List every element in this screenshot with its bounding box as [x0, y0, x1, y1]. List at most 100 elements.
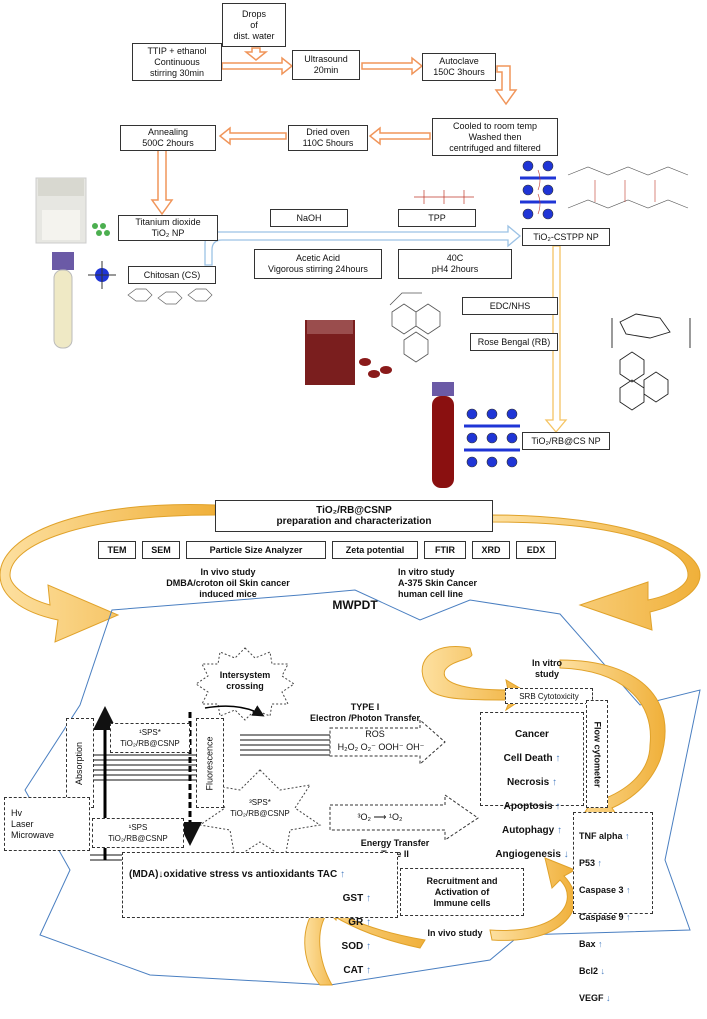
method-ftir: FTIR	[424, 541, 466, 559]
marker-item: TNF alpha ↑	[579, 830, 630, 841]
antioxidant-item: SOD ↑	[341, 941, 371, 952]
chitosan-box: Chitosan (CS)	[128, 266, 216, 284]
edc-box: EDC/NHS	[462, 297, 558, 315]
photo-rb-tube	[432, 382, 454, 488]
characterization-title: TiO₂/RB@CSNP preparation and characteriz…	[215, 500, 493, 532]
cancer-list: Cancer Cell Death ↑ Necrosis ↑ Apoptosis…	[487, 717, 577, 873]
cancer-item: Angiogenesis ↓	[495, 849, 569, 860]
marker-item: Bax ↑	[579, 938, 603, 949]
method-xrd: XRD	[472, 541, 510, 559]
cancer-item: Cell Death ↑	[503, 753, 561, 764]
type1-label: TYPE I Electron /Photon Transfer	[309, 702, 421, 723]
sps1-ground-box: ¹SPS TiO₂/RB@CSNP	[92, 818, 184, 848]
antioxidant-item: CAT ↑	[343, 965, 371, 976]
method-edx: EDX	[516, 541, 556, 559]
flow-box: Flow cytometer	[586, 700, 608, 808]
tio2-rb-box: TiO₂/RB@CS NP	[522, 432, 610, 450]
oxidative-content: (MDA)↓oxidative stress vs antioxidants T…	[129, 857, 391, 989]
drops-box: Drops of dist. water	[222, 3, 286, 47]
tpp-box: TPP	[398, 209, 476, 227]
tio2-box: Titanium dioxide TiO₂ NP	[118, 215, 218, 241]
ttip-box: TTIP + ethanol Continuous stirring 30min	[132, 43, 222, 81]
in-vivo-label: In vivo study DMBA/croton oil Skin cance…	[166, 567, 290, 599]
oxidative-box: (MDA)↓oxidative stress vs antioxidants T…	[122, 852, 398, 976]
intersystem-burst	[195, 647, 295, 721]
cancer-item: Cancer	[515, 729, 549, 740]
nanoparticle-icon	[88, 261, 116, 289]
tpp-structure	[414, 190, 474, 204]
marker-item: Bcl2 ↓	[579, 965, 606, 976]
arrow-anneal-down	[150, 149, 174, 216]
mwpdt-label: MWPDT	[332, 598, 378, 612]
cancer-item: Apoptosis ↑	[503, 801, 561, 812]
cooled-box: Cooled to room temp Washed then centrifu…	[432, 118, 558, 156]
green-dots	[92, 223, 110, 236]
conjugate-structure	[611, 313, 691, 411]
marker-item: Caspase 3 ↑	[579, 884, 631, 895]
arrow-drops-down	[243, 47, 269, 61]
autoclave-box: Autoclave 150C 3hours	[422, 53, 496, 81]
in-vivo-short: In vivo study	[427, 928, 483, 938]
vitro-curl	[421, 646, 531, 712]
synthesis-arrows	[150, 47, 518, 216]
absorption-label: Absorption	[74, 741, 85, 785]
rb-cs-network	[464, 408, 520, 468]
diagram-canvas	[0, 47, 701, 986]
ros-species: H₂O₂ O₂⁻ OOH⁻ OH⁻	[337, 742, 425, 752]
fluorescence-box: Fluorescence	[196, 718, 224, 808]
ultrasound-box: Ultrasound 20min	[292, 50, 360, 80]
antioxidant-item: GST ↑	[342, 893, 371, 904]
type2-arrow	[329, 794, 479, 841]
method-psa: Particle Size Analyzer	[186, 541, 326, 559]
cancer-box: Cancer Cell Death ↑ Necrosis ↑ Apoptosis…	[480, 712, 584, 860]
isc-curve	[204, 705, 265, 717]
intersystem-label: Intersystem crossing	[219, 670, 271, 691]
marker-item: P53 ↑	[579, 857, 603, 868]
type1-arrow	[329, 718, 446, 766]
singlet-oxygen: ³O₂ ⟶ ¹O₂	[357, 812, 403, 822]
sps1-excited-box: ¹SPS* TiO₂/RB@CSNP	[110, 723, 190, 753]
arrow-ttip-ultra	[221, 56, 294, 76]
immune-box: Recruitment and Activation of Immune cel…	[400, 868, 524, 916]
forty-box: 40C pH4 2hours	[398, 249, 512, 279]
flow-label: Flow cytometer	[592, 720, 603, 788]
in-vitro-label: In vitro study A-375 Skin Cancer human c…	[398, 567, 478, 599]
naoh-box: NaOH	[270, 209, 348, 227]
cancer-item: Autophagy ↑	[502, 825, 562, 836]
dried-box: Dried oven 110C 5hours	[288, 125, 368, 151]
method-sem: SEM	[142, 541, 180, 559]
absorption-box: Absorption	[66, 718, 94, 808]
annealing-box: Annealing 500C 2hours	[120, 125, 216, 151]
left-gold-arrow	[0, 504, 216, 643]
antioxidant-item: GR ↑	[348, 917, 371, 928]
marker-item: Caspase 9 ↑	[579, 911, 631, 922]
cancer-item: Necrosis ↑	[506, 777, 558, 788]
cstpp-network-2	[567, 166, 689, 209]
photo-chitosan-tube	[52, 252, 74, 349]
sps3-star	[198, 769, 322, 859]
marker-item: VEGF ↓	[579, 992, 611, 1003]
markers-box: TNF alpha ↑ P53 ↑ Caspase 3 ↑ Caspase 9 …	[573, 812, 653, 1003]
arrow-ultra-auto	[361, 56, 424, 76]
arrow-dried-anneal	[218, 126, 287, 146]
hv-box: Hv Laser Microwave	[4, 797, 90, 851]
rb-box: Rose Bengal (RB)	[470, 333, 558, 351]
markers-list: TNF alpha ↑ P53 ↑ Caspase 3 ↑ Caspase 9 …	[579, 816, 631, 1019]
chitosan-structure	[127, 288, 213, 305]
rose-bengal-structure	[389, 292, 441, 363]
ros-label: ROS	[365, 729, 385, 739]
right-gold-arrow	[491, 514, 701, 631]
cstpp-network-1	[520, 160, 556, 220]
mwpdt-outline	[24, 589, 701, 986]
tio2-cstpp-box: TiO₂-CSTPP NP	[522, 228, 610, 246]
in-vitro-short: In vitro study	[531, 658, 562, 679]
arrow-cooled-dried	[368, 126, 431, 146]
method-tem: TEM	[98, 541, 136, 559]
sps3-excited-label: ³SPS* TiO₂/RB@CSNP	[230, 798, 290, 818]
method-zeta: Zeta potential	[332, 541, 418, 559]
srb-box: SRB Cytotoxicity	[505, 688, 593, 704]
photo-tio2-jar	[35, 177, 87, 244]
fluorescence-label: Fluorescence	[204, 735, 215, 791]
arrow-auto-right	[494, 65, 518, 106]
photo-rb-jar	[305, 320, 392, 385]
